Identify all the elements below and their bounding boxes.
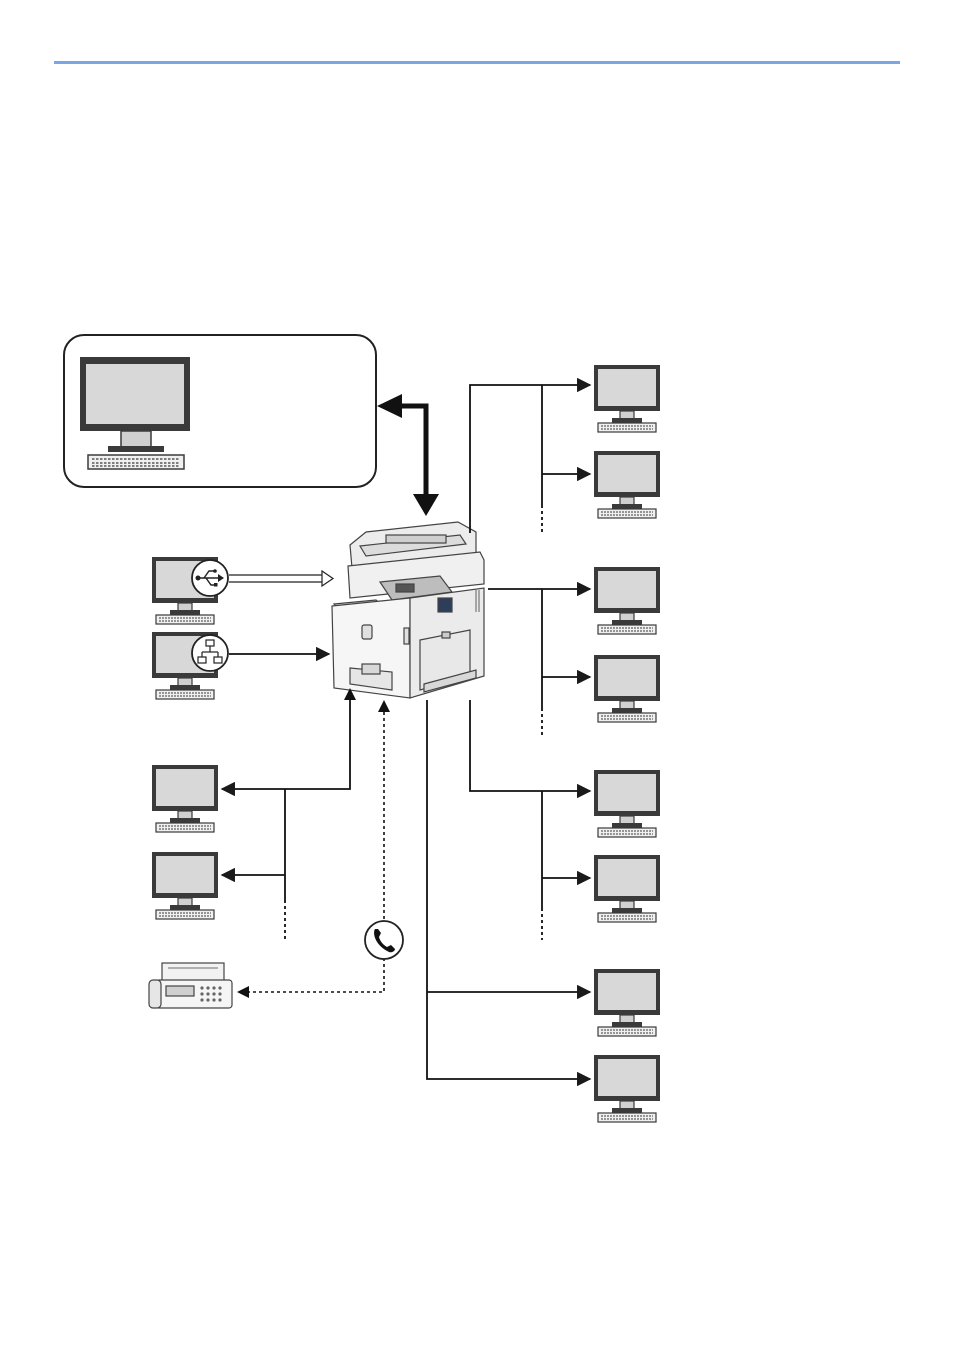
up-arrowhead xyxy=(378,700,390,712)
computer-icon xyxy=(593,968,661,1037)
computer-icon xyxy=(151,851,219,920)
link-group-2 xyxy=(488,581,592,738)
computer-icon xyxy=(593,1054,661,1123)
computer-icon xyxy=(593,654,661,723)
phone-icon xyxy=(364,920,404,960)
link-group-3 xyxy=(469,700,592,940)
header-rule xyxy=(54,61,900,64)
computer-icon xyxy=(80,357,190,470)
mfp-printer xyxy=(331,521,485,699)
computer-icon xyxy=(593,450,661,519)
up-arrowhead xyxy=(344,688,356,700)
computer-icon xyxy=(593,364,661,433)
computer-icon xyxy=(151,764,219,833)
computer-icon xyxy=(593,769,661,838)
fax-link xyxy=(248,712,385,993)
network-icon xyxy=(191,634,229,672)
usb-link-arrow xyxy=(229,569,335,588)
computer-icon xyxy=(593,566,661,635)
admin-link-arrow xyxy=(377,394,439,516)
link-group-4 xyxy=(426,700,592,1087)
left-arrowhead xyxy=(237,986,249,998)
link-group-1 xyxy=(469,377,592,535)
send-to-pc-links xyxy=(220,690,351,940)
usb-icon xyxy=(191,559,229,597)
fax-machine-icon xyxy=(148,962,233,1009)
computer-icon xyxy=(593,854,661,923)
